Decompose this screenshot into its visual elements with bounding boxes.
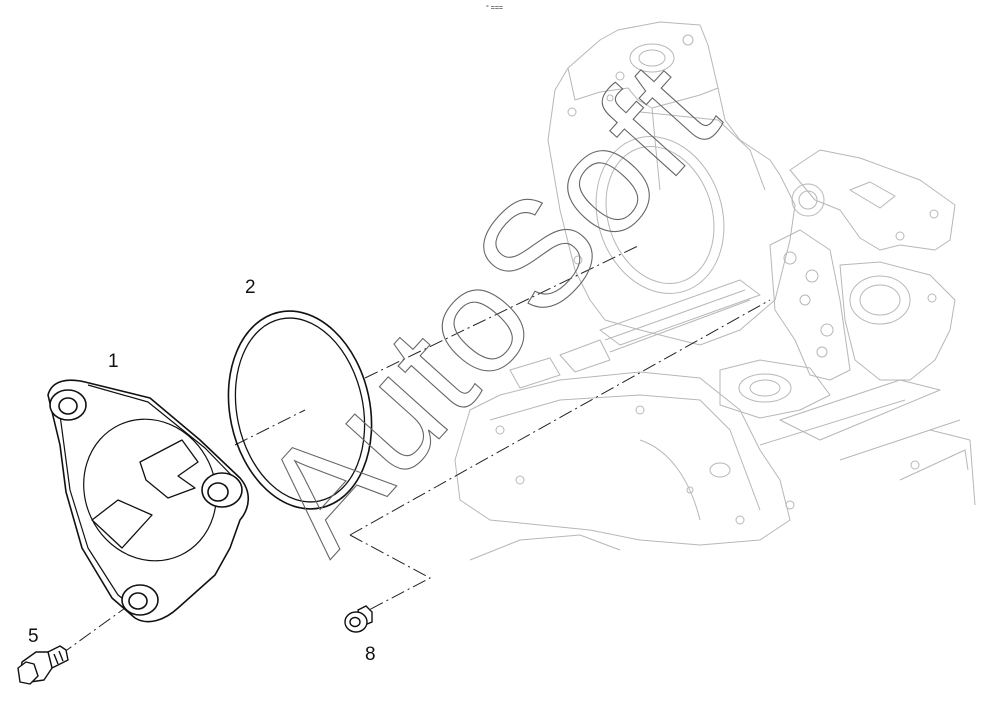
callout-2: 2 xyxy=(245,277,256,298)
callout-1: 1 xyxy=(108,351,119,372)
leader-cover-centre xyxy=(234,409,306,446)
leader-oring-lower xyxy=(349,299,771,536)
watermark: AutoSoft xyxy=(229,30,750,582)
header-mark: ° === xyxy=(486,4,503,12)
callout-5: 5 xyxy=(28,626,39,647)
leader-lines xyxy=(59,244,771,656)
leader-bolt xyxy=(59,602,133,656)
engine-housing xyxy=(454,21,976,561)
cover-lug-top-hole xyxy=(58,397,78,415)
plug xyxy=(344,605,373,633)
cover-lug-right-hole xyxy=(207,482,229,502)
cover-lug-bottom-hole xyxy=(128,592,148,610)
callout-8: 8 xyxy=(365,644,376,665)
bolt xyxy=(17,645,69,685)
cover-plate-lugs xyxy=(49,389,243,616)
cover-plate xyxy=(47,379,250,623)
callouts: 1 2 5 8 xyxy=(28,277,376,665)
leader-plug xyxy=(349,534,432,613)
o-ring xyxy=(227,310,373,510)
leader-oring-to-bore xyxy=(364,244,641,379)
